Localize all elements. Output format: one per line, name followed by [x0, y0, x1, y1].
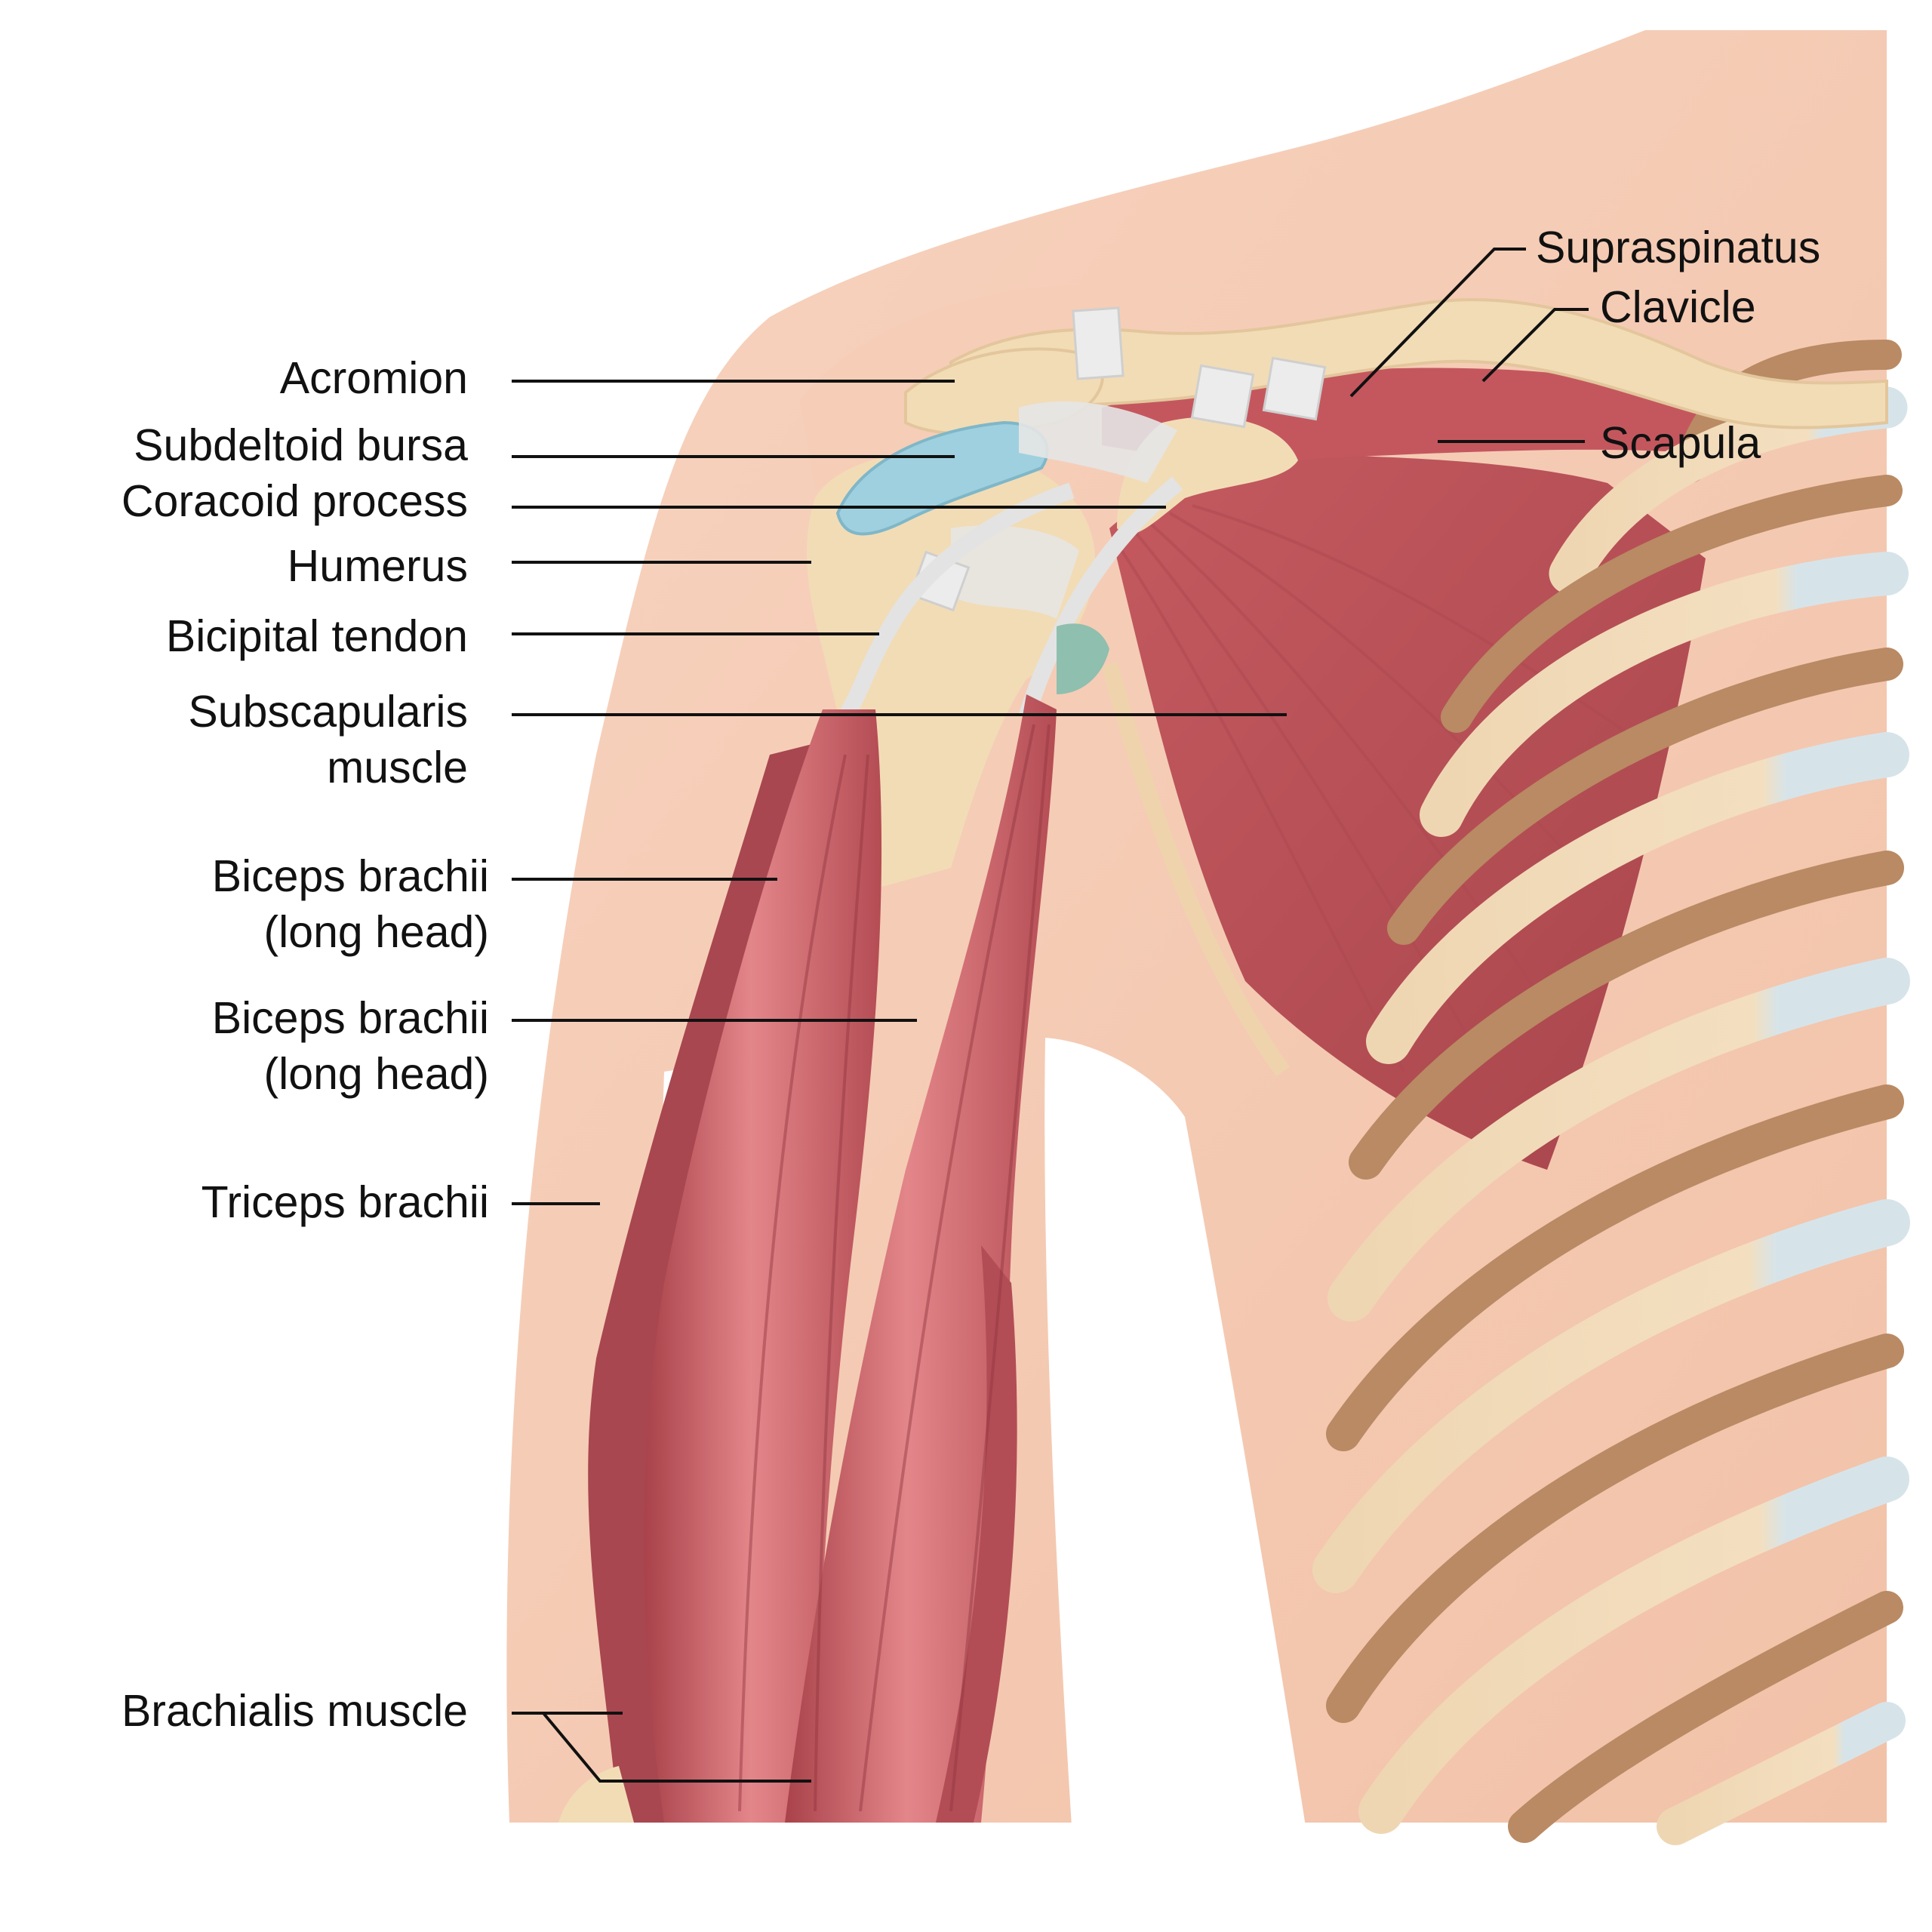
- capsule-ligament: [951, 525, 1079, 619]
- label-subscapularis-line1: Subscapularis: [188, 687, 468, 737]
- label-subdeltoid-bursa: Subdeltoid bursa: [134, 420, 468, 470]
- leader-clavicle: [1481, 308, 1589, 383]
- leader-lines: [512, 248, 1589, 1783]
- ligament-band: [1072, 306, 1124, 380]
- teres-minor: [1057, 623, 1109, 694]
- ligament-band: [1190, 364, 1255, 429]
- label-biceps-long-head-1-line2: (long head): [263, 907, 490, 957]
- capsule-ligament: [1019, 401, 1177, 483]
- label-scapula: Scapula: [1600, 418, 1761, 468]
- label-humerus: Humerus: [287, 541, 468, 591]
- label-clavicle: Clavicle: [1600, 282, 1756, 332]
- label-bicipital-tendon: Bicipital tendon: [165, 611, 468, 661]
- muscle-fibers: [738, 724, 1051, 1812]
- leader-brachialis-b: [542, 1712, 811, 1783]
- label-acromion: Acromion: [279, 353, 468, 403]
- ligament-band: [1262, 356, 1327, 421]
- label-triceps-brachii: Triceps brachii: [201, 1177, 489, 1227]
- bicipital-tendon-long: [838, 482, 1075, 722]
- label-coracoid-process: Coracoid process: [121, 476, 468, 526]
- scapula-border: [1101, 662, 1290, 1077]
- label-subscapularis-line2: muscle: [327, 743, 468, 792]
- bicipital-tendon-short: [1018, 476, 1183, 720]
- label-biceps-long-head-2-line2: (long head): [263, 1049, 490, 1099]
- leader-supraspinatus: [1349, 248, 1526, 398]
- label-supraspinatus: Supraspinatus: [1536, 223, 1821, 272]
- brachialis-muscle: [936, 1245, 1017, 1823]
- label-biceps-long-head-1-line1: Biceps brachii: [211, 851, 489, 901]
- armpit-gap: [1044, 1038, 1306, 1826]
- label-biceps-long-head-2-line1: Biceps brachii: [211, 993, 489, 1043]
- biceps-long-head: [644, 709, 882, 1823]
- label-brachialis-muscle: Brachialis muscle: [121, 1686, 468, 1736]
